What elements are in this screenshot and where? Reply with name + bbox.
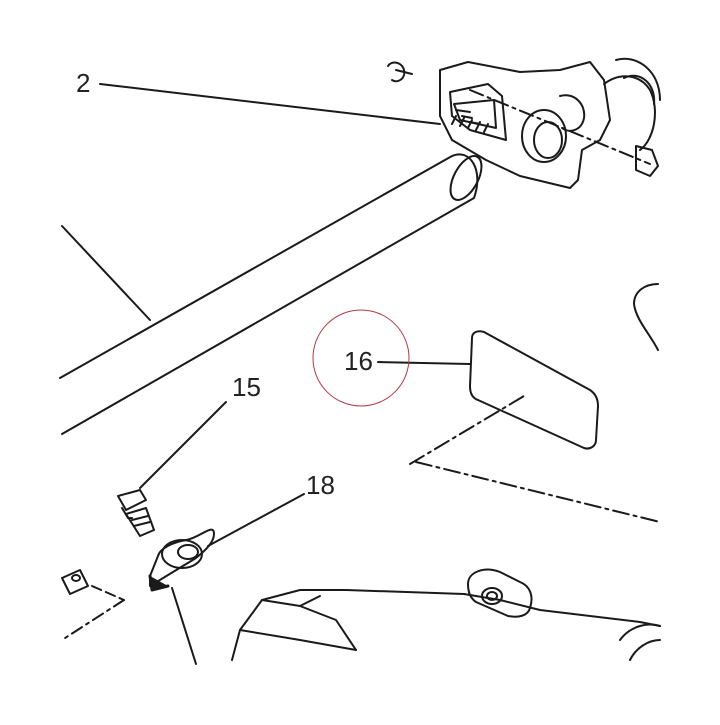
center-line-lower [415, 461, 661, 523]
leader-line-18 [207, 493, 305, 547]
center-line-fitting [61, 599, 125, 641]
frame-bracket-icon [231, 568, 661, 661]
adhesive-pad-icon [469, 330, 599, 450]
leader-line-left [61, 225, 151, 321]
swingarm-tube-icon [59, 153, 483, 435]
dashed-line-fitting [91, 585, 125, 601]
center-line-pad [409, 395, 525, 465]
highlight-circle [312, 309, 410, 407]
cable-clamp-icon [148, 528, 215, 592]
small-fitting-icon [61, 569, 89, 595]
callout-label-15: 15 [232, 372, 261, 402]
center-line-top [469, 89, 651, 165]
leader-line-16 [377, 361, 471, 365]
leader-line-2 [99, 83, 441, 125]
center-line-clamp [171, 587, 197, 665]
chain-adjuster-plate-icon [387, 57, 661, 189]
flange-bolt-icon [117, 489, 155, 537]
right-edge-contour [633, 283, 659, 351]
callout-label-16: 16 [344, 346, 373, 376]
leader-line-15 [139, 401, 227, 489]
callout-label-2: 2 [76, 68, 91, 98]
callout-label-18: 18 [306, 470, 335, 500]
